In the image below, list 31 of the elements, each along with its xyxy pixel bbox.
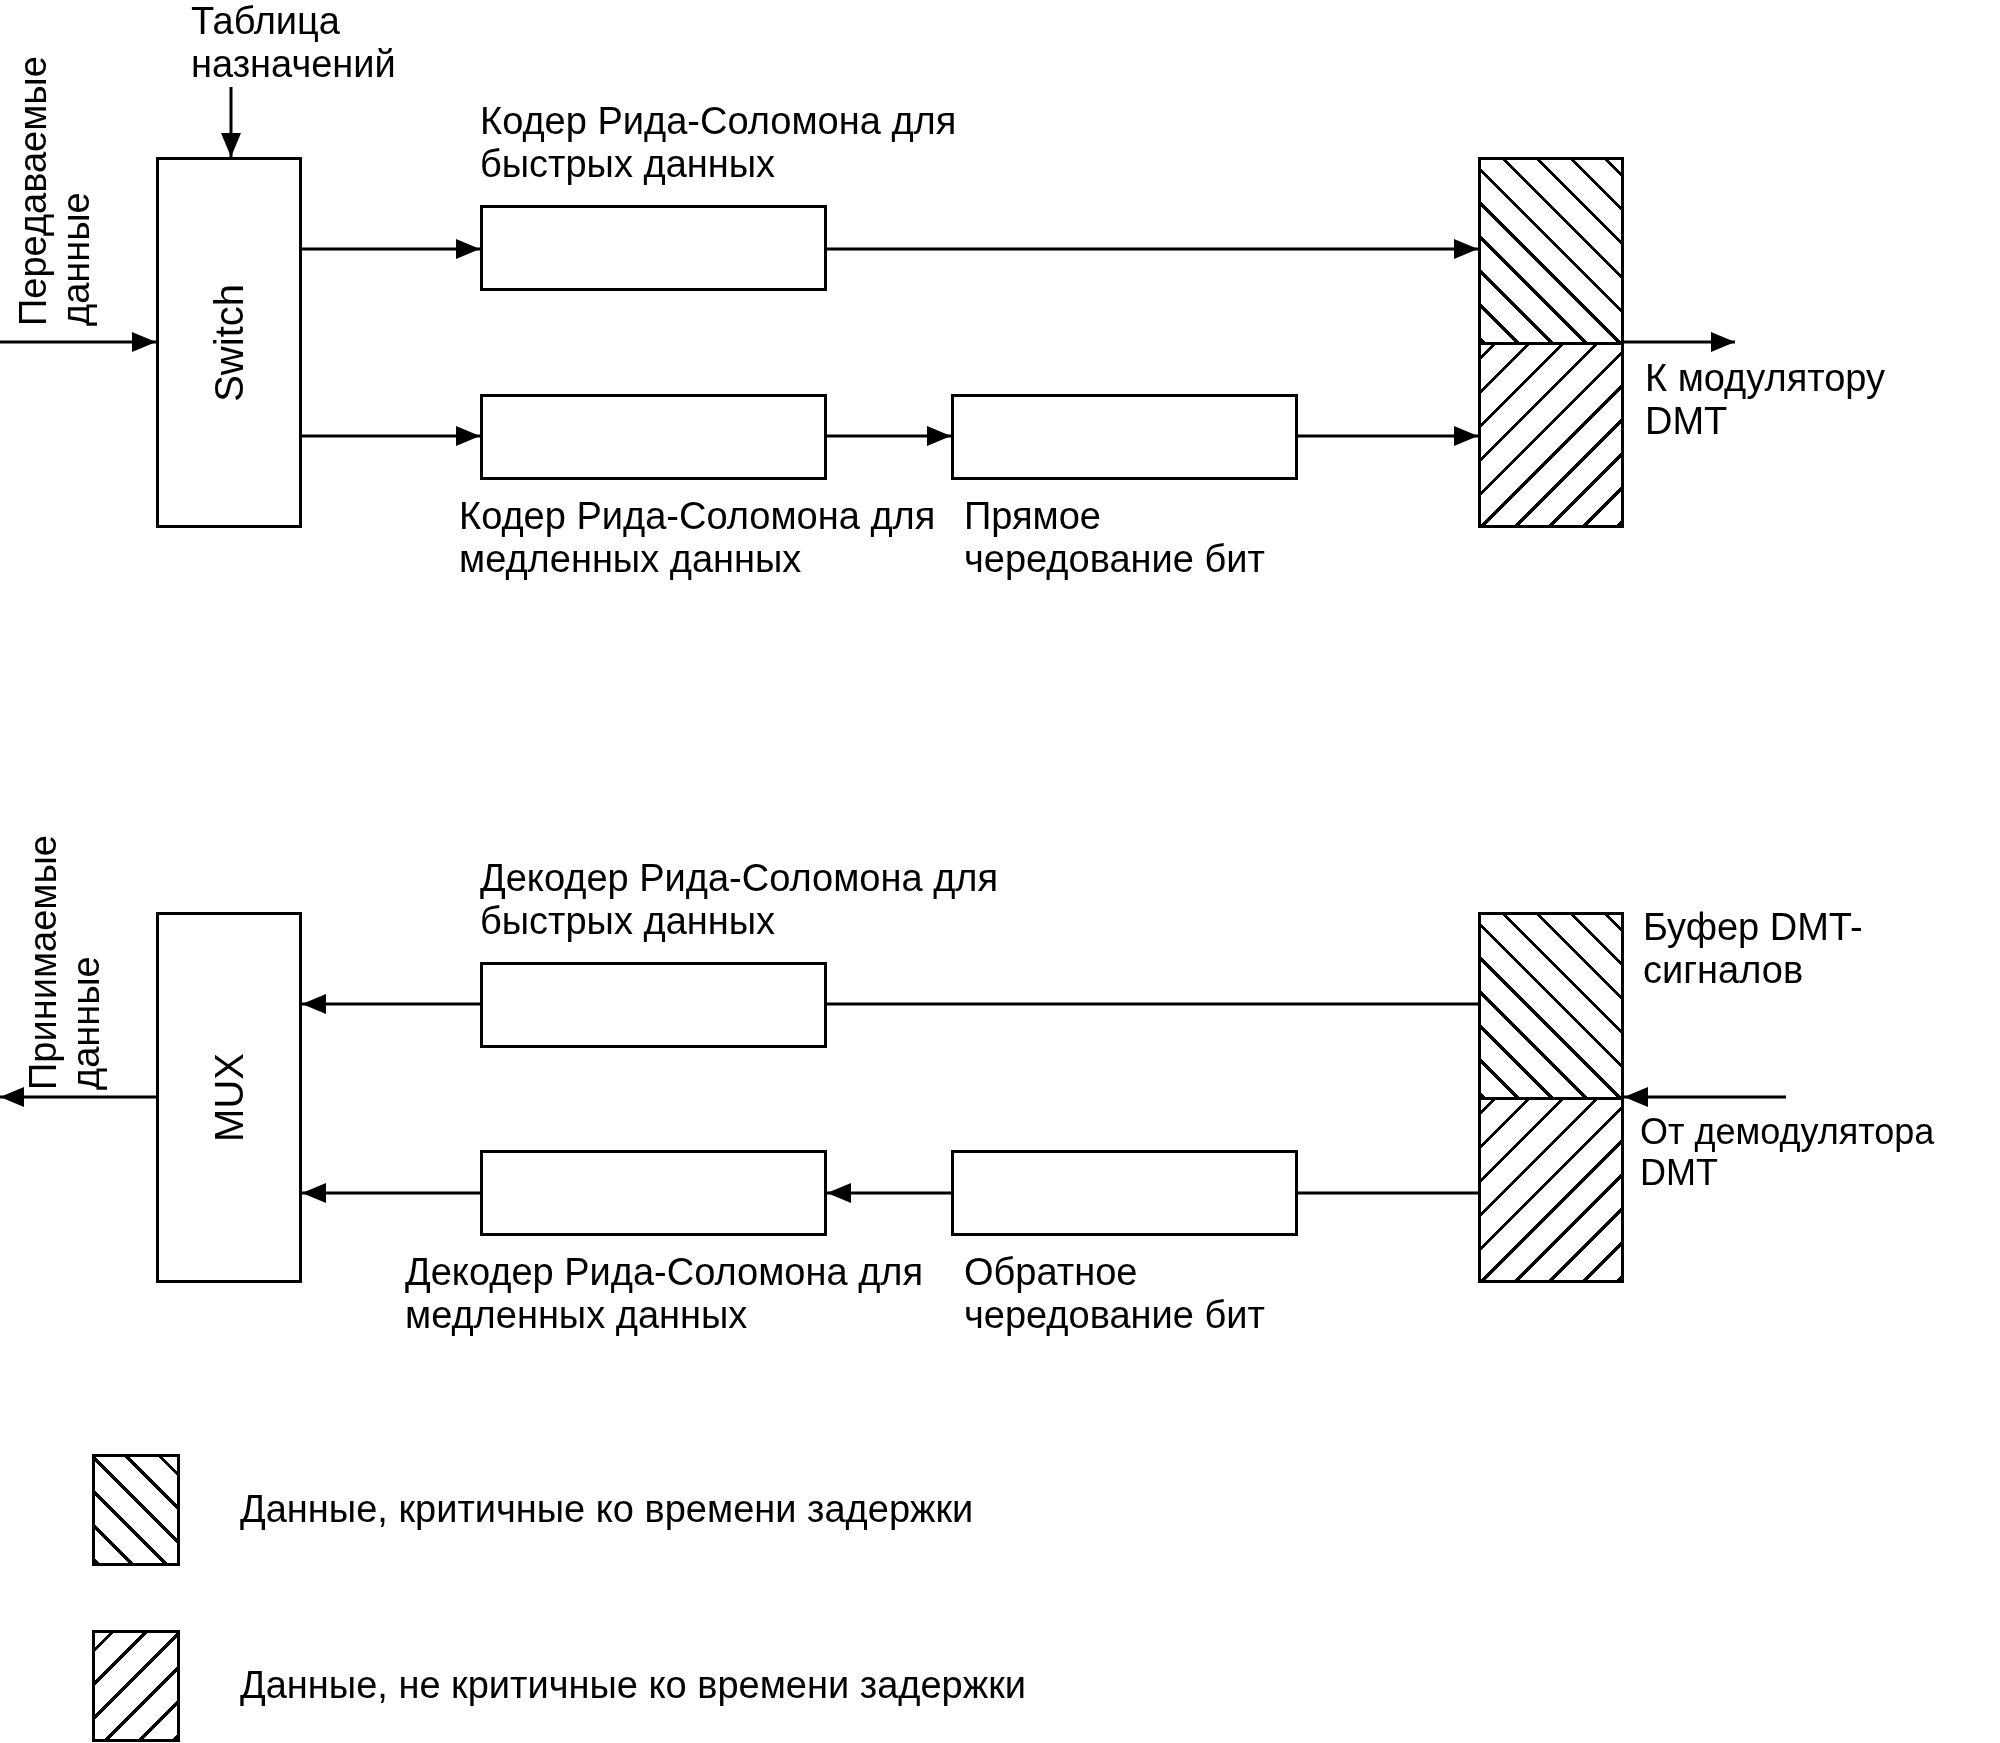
block-label: Обратное чередование бит (964, 1251, 1266, 1337)
arrow (827, 1183, 951, 1203)
block-label: Декодер Рида-Соломона для медленных данных (405, 1251, 925, 1337)
block-label: Декодер Рида-Соломона для быстрых данных (480, 857, 1000, 943)
arrow (302, 994, 480, 1014)
legend-label: Данные, критичные ко времени задержки (240, 1488, 974, 1531)
arrow (302, 426, 480, 446)
arrow (0, 1087, 156, 1107)
block-label: Кодер Рида-Соломона для быстрых данных (480, 100, 958, 186)
edge-label: Принимаемые данные (22, 834, 108, 1090)
arrow (1624, 332, 1735, 352)
edge-label: От демодулятора DMT (1640, 1112, 1936, 1194)
arrow (1298, 426, 1478, 446)
arrow (1624, 1087, 1786, 1107)
arrow (0, 332, 156, 352)
arrow (302, 239, 480, 259)
connector-line (827, 1002, 1478, 1006)
edge-label: Таблица назначений (191, 0, 397, 86)
arrow (221, 87, 241, 157)
connector-line (1298, 1191, 1478, 1195)
block-label: Прямое чередование бит (964, 495, 1266, 581)
arrow (302, 1183, 480, 1203)
edge-label: К модулятору DMT (1645, 357, 1887, 443)
edge-label: Передаваемые данные (12, 55, 98, 326)
block-label: Кодер Рида-Соломона для медленных данных (459, 495, 937, 581)
block-label: MUX (209, 1053, 249, 1142)
block-label: Switch (209, 283, 249, 402)
legend-label: Данные, не критичные ко времени задержки (240, 1664, 1026, 1707)
buffer-caption: Буфер DMT-сигналов (1643, 906, 1864, 992)
arrow (827, 239, 1478, 259)
arrow (827, 426, 951, 446)
